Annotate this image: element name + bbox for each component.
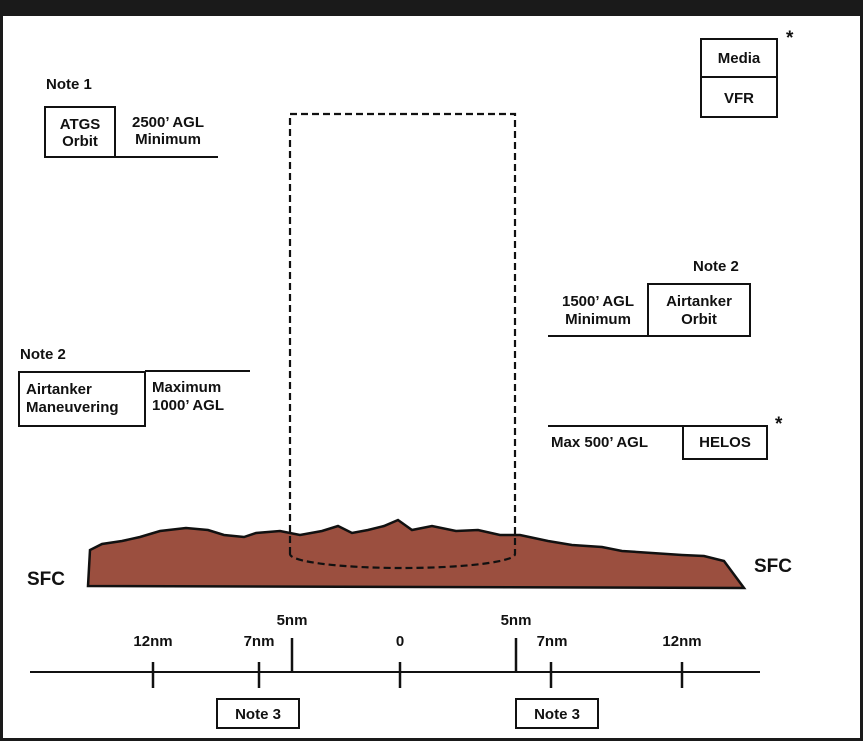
tick-label-12nm-right: 12nm xyxy=(662,633,702,650)
tfr-boundary xyxy=(288,112,517,570)
airtanker-maneuvering-label-line2: Maneuvering xyxy=(26,399,119,416)
tick-label-5nm-left: 5nm xyxy=(276,612,308,629)
airtanker-orbit-label-line1: Airtanker xyxy=(666,293,732,310)
airtanker-orbit-box: Airtanker Orbit xyxy=(647,283,751,337)
atgs-label-line1: ATGS xyxy=(59,116,101,133)
airtanker-orbit-alt-line2: Minimum xyxy=(565,311,631,328)
airtanker-maneuvering-label-line1: Airtanker xyxy=(26,381,92,398)
surface-label-right: SFC xyxy=(754,556,792,577)
atgs-alt-line2: Minimum xyxy=(135,131,201,148)
note3-label-right: Note 3 xyxy=(534,706,580,723)
airtanker-maneuvering-box: Airtanker Maneuvering xyxy=(18,371,146,427)
media-divider xyxy=(702,76,776,78)
airtanker-maneuvering-altitude-line xyxy=(145,370,250,372)
helos-altitude-line xyxy=(548,425,768,427)
note3-box-right: Note 3 xyxy=(515,698,599,729)
tick-label-7nm-right: 7nm xyxy=(536,633,568,650)
note3-label-left: Note 3 xyxy=(235,706,281,723)
airtanker-orbit-altitude-line xyxy=(548,335,648,337)
airtanker-maneuvering-alt-line1: Maximum xyxy=(152,379,222,396)
atgs-note: Note 1 xyxy=(46,76,92,93)
helos-alt-label: Max 500’ AGL xyxy=(551,434,648,451)
tick-label-5nm-right: 5nm xyxy=(500,612,532,629)
atgs-altitude-line xyxy=(116,156,218,158)
airtanker-maneuvering-note: Note 2 xyxy=(20,346,66,363)
tick-label-7nm-left: 7nm xyxy=(243,633,275,650)
tick-label-0: 0 xyxy=(395,633,405,650)
airtanker-orbit-alt-line1: 1500’ AGL xyxy=(562,293,634,310)
media-vfr-box: Media VFR xyxy=(700,38,778,118)
airtanker-orbit-note: Note 2 xyxy=(693,258,739,275)
helos-asterisk: * xyxy=(775,414,783,435)
atgs-orbit-box: ATGS Orbit xyxy=(44,106,116,158)
vfr-label: VFR xyxy=(724,90,754,107)
tick-label-12nm-left: 12nm xyxy=(133,633,173,650)
atgs-label-line2: Orbit xyxy=(62,133,98,150)
media-label: Media xyxy=(717,50,761,67)
note3-box-left: Note 3 xyxy=(216,698,300,729)
terrain-surface xyxy=(86,518,747,590)
atgs-alt-line1: 2500’ AGL xyxy=(132,114,204,131)
airtanker-orbit-label-line2: Orbit xyxy=(681,311,717,328)
media-asterisk: * xyxy=(786,28,794,49)
helos-box: HELOS xyxy=(682,425,768,460)
airtanker-maneuvering-alt-line2: 1000’ AGL xyxy=(152,397,224,414)
helos-label: HELOS xyxy=(699,434,751,451)
surface-label-left: SFC xyxy=(27,569,65,590)
